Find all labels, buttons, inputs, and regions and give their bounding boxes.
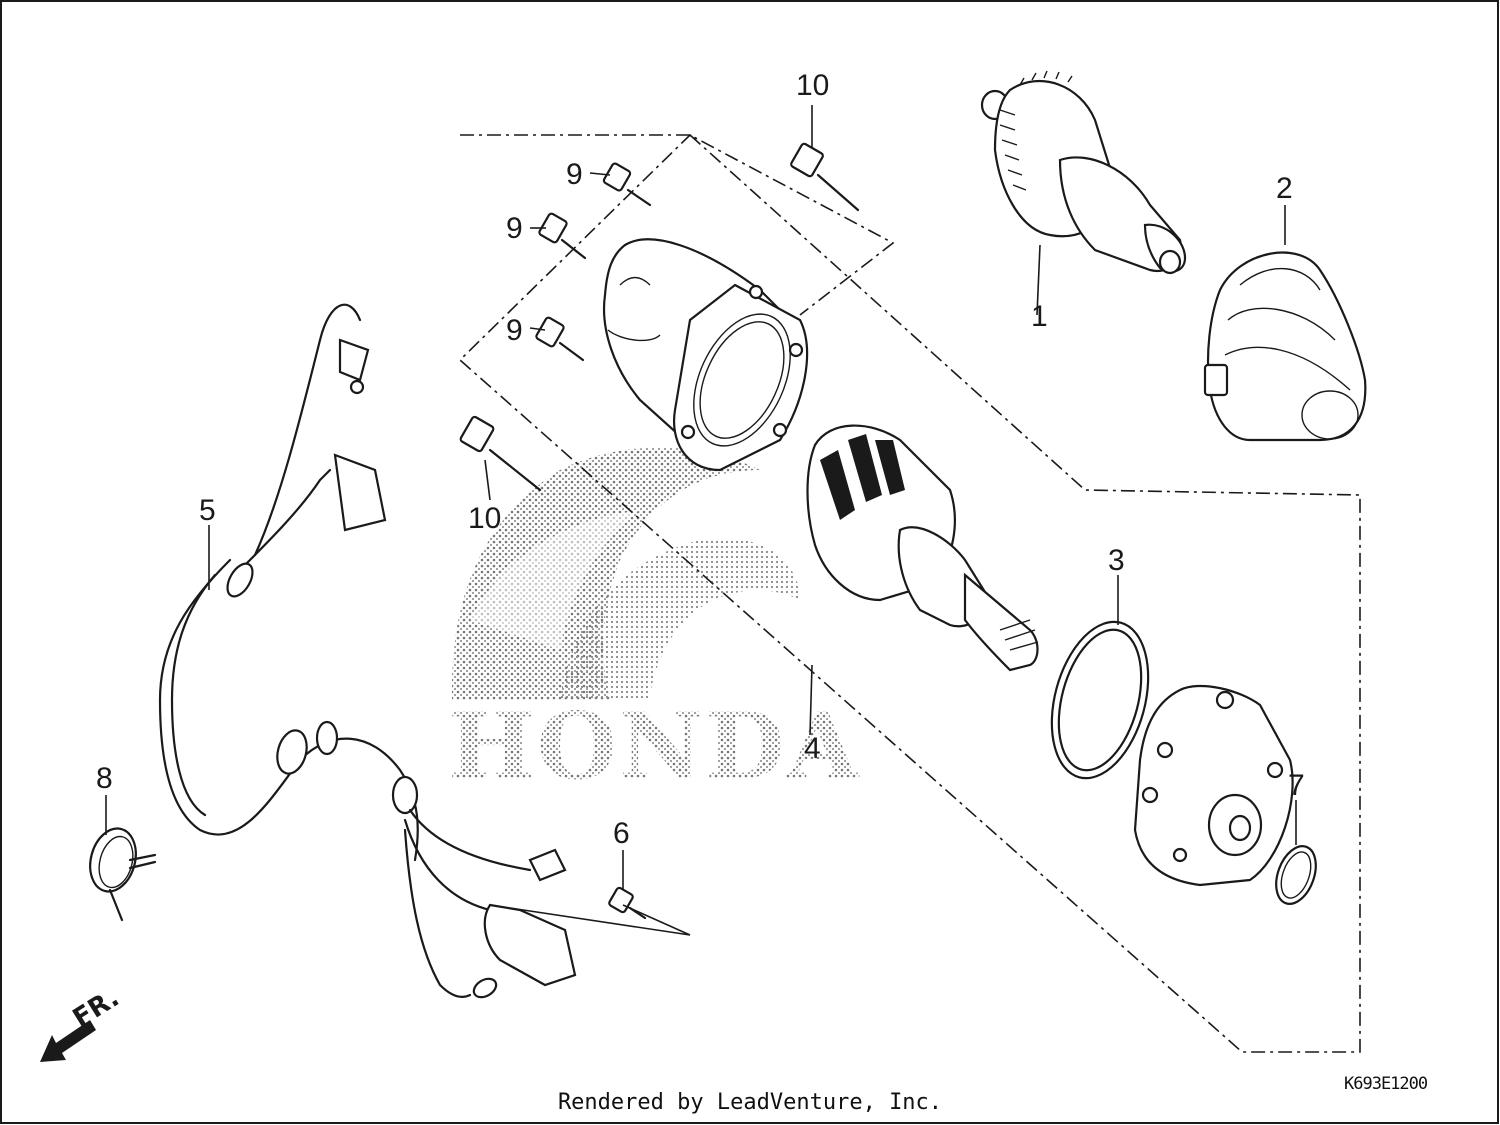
callout-10-bottom: 10 — [468, 502, 501, 535]
bolt-10-top — [790, 142, 860, 212]
bolt-6 — [608, 886, 647, 920]
leader-lines — [105, 105, 1297, 936]
callout-10-top: 10 — [796, 69, 829, 102]
callout-9-middle: 9 — [506, 212, 523, 245]
part-8-clamp — [89, 827, 157, 922]
part-4-assembly-boundary — [458, 133, 1361, 1053]
honda-logo-watermark: HONDA — [448, 447, 860, 800]
callout-9-bottom: 9 — [506, 314, 523, 347]
armature — [806, 424, 1039, 672]
bolt-9-middle — [538, 212, 587, 260]
part-2-rear-cover — [1203, 251, 1367, 442]
callout-5: 5 — [199, 494, 216, 527]
callout-7: 7 — [1288, 769, 1305, 802]
drawing-code: K693E1200 — [1344, 1074, 1428, 1094]
front-bracket — [1133, 684, 1294, 887]
callout-1: 1 — [1031, 300, 1048, 333]
part-7-small-o-ring — [1275, 845, 1317, 905]
callout-8: 8 — [96, 762, 113, 795]
honda-logo-text: HONDA — [448, 692, 860, 800]
bolt-10-bottom — [459, 415, 542, 492]
callout-labels: 1 2 3 4 5 6 7 8 9 9 9 10 10 — [96, 69, 1305, 850]
motor-yoke — [603, 238, 809, 472]
fr-label: FR. — [68, 983, 125, 1034]
callout-4: 4 — [804, 732, 821, 765]
callout-2: 2 — [1276, 172, 1293, 205]
render-credit: Rendered by LeadVenture, Inc. — [557, 1090, 943, 1115]
bolt-9-bottom — [535, 316, 585, 362]
part-5-wire-harness — [158, 303, 577, 999]
callout-9-top: 9 — [566, 158, 583, 191]
front-direction-arrow: FR. — [40, 983, 125, 1062]
callout-6: 6 — [613, 817, 630, 850]
part-1-starter-drive — [980, 70, 1187, 275]
part-3-o-ring — [1050, 620, 1150, 780]
bolt-9-top — [602, 162, 652, 207]
callout-3: 3 — [1108, 544, 1125, 577]
